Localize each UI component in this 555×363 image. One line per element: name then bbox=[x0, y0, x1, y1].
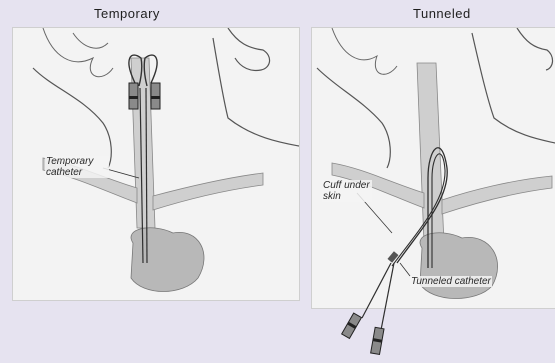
heart bbox=[131, 228, 204, 292]
jaw-outline bbox=[517, 28, 553, 70]
label-temporary-catheter: Temporary catheter bbox=[45, 156, 109, 178]
subclavian-vein-right bbox=[153, 173, 263, 210]
panel-tunneled: Cuff under skin Tunneled catheter bbox=[311, 27, 555, 309]
catheter-cuff bbox=[387, 251, 398, 263]
tunneled-label-pointer bbox=[400, 263, 410, 276]
tunneled-illustration bbox=[312, 28, 555, 308]
subclavian-vein-right bbox=[442, 176, 552, 214]
catheter-clamp-right bbox=[151, 96, 160, 99]
label-tunneled-catheter: Tunneled catheter bbox=[410, 276, 492, 287]
hair-outline bbox=[43, 28, 113, 77]
panel-temporary: Temporary catheter bbox=[12, 27, 300, 301]
catheter-clamp-left bbox=[129, 96, 138, 99]
exit-hub-left bbox=[342, 313, 362, 338]
hair-outline bbox=[332, 28, 397, 74]
panel-title-temporary: Temporary bbox=[94, 6, 160, 21]
label-cuff-under-skin: Cuff under skin bbox=[322, 180, 372, 202]
exit-hub-right bbox=[371, 327, 384, 354]
neck-outline bbox=[33, 38, 299, 168]
panel-title-tunneled: Tunneled bbox=[413, 6, 471, 21]
jaw-outline bbox=[228, 28, 270, 71]
